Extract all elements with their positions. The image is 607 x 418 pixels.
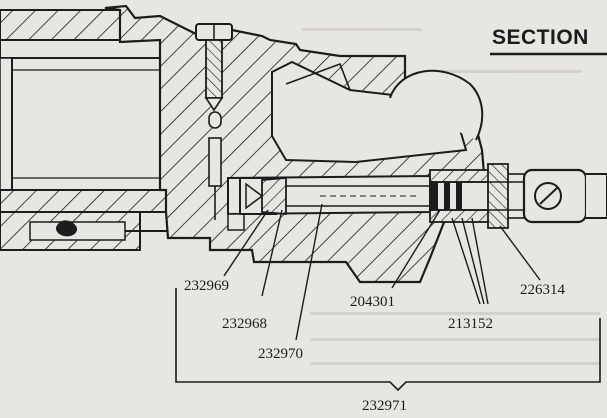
nozzle-tube-part xyxy=(286,185,430,207)
label-232968: 232968 xyxy=(222,316,267,332)
packing-assembly xyxy=(429,163,509,229)
label-226314: 226314 xyxy=(520,282,566,298)
label-232969: 232969 xyxy=(184,278,229,294)
label-213152: 213152 xyxy=(448,316,493,332)
assembly-bracket xyxy=(175,288,601,392)
section-heading-text: SECTION xyxy=(492,26,589,49)
leader-lines xyxy=(223,203,541,341)
needle-rod xyxy=(429,168,607,224)
idle-screw xyxy=(195,23,233,220)
carburetor-body xyxy=(104,4,486,284)
label-204301: 204301 xyxy=(350,294,395,310)
label-232971: 232971 xyxy=(362,398,407,414)
part-labels: 232969 232968 232970 204301 226314 21315… xyxy=(184,278,566,414)
tube-fitting-part xyxy=(239,177,287,215)
section-heading: SECTION xyxy=(490,26,607,56)
label-232970: 232970 xyxy=(258,346,303,362)
